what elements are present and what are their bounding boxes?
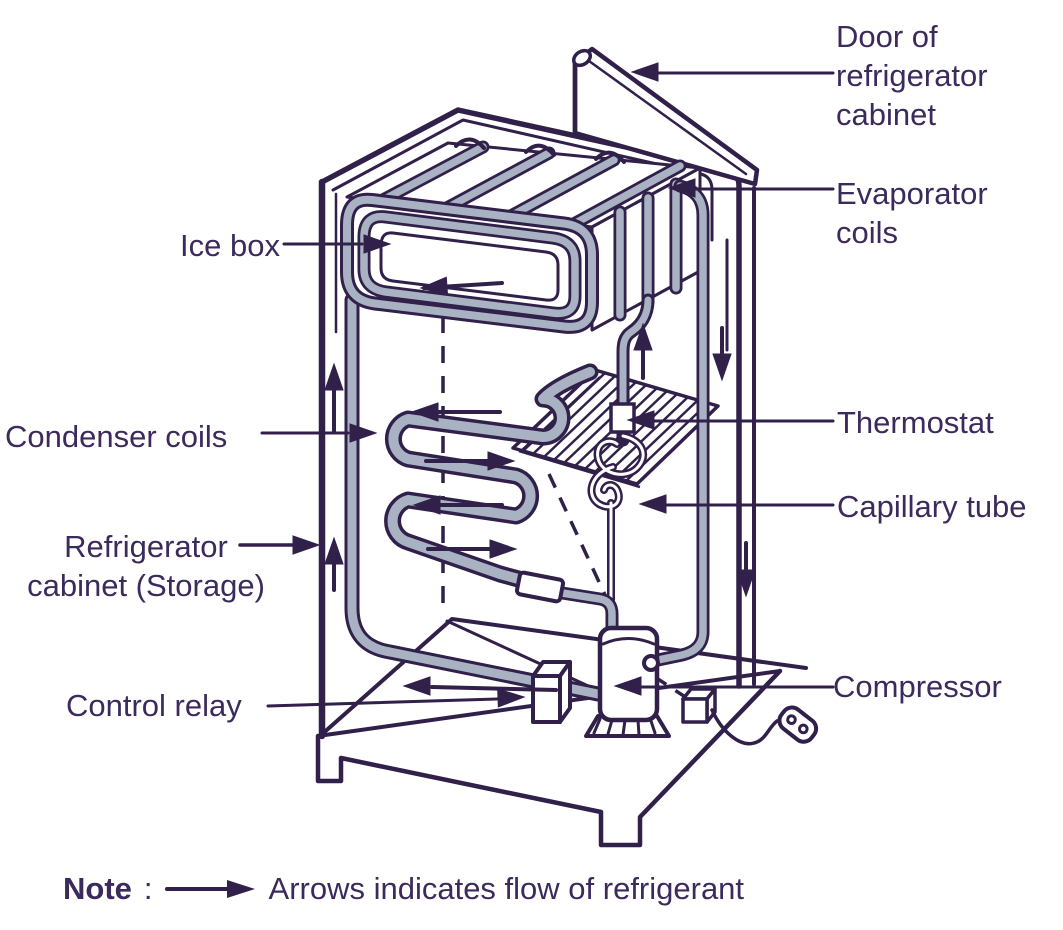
thermostat-body xyxy=(609,402,636,434)
label-control-relay: Control relay xyxy=(66,688,242,723)
evaporator-coils-top xyxy=(374,137,687,232)
compressor-body xyxy=(597,625,660,723)
label-ice-box: Ice box xyxy=(180,228,280,263)
label-door: Door of refrigerator cabinet xyxy=(836,19,988,132)
note-label: Note xyxy=(63,871,132,906)
label-compressor: Compressor xyxy=(833,669,1002,704)
label-capillary-tube: Capillary tube xyxy=(837,489,1027,524)
compressor xyxy=(584,625,671,738)
evaporator-coils-front xyxy=(340,192,599,334)
label-condenser-coils: Condenser coils xyxy=(5,419,228,454)
power-cord xyxy=(710,705,819,746)
drier-filter xyxy=(514,570,566,604)
ice-box xyxy=(340,137,702,334)
note: Note : Arrows indicates flow of refriger… xyxy=(63,869,744,908)
note-text: Arrows indicates flow of refrigerant xyxy=(268,871,745,906)
label-evaporator-coils: Evaporator coils xyxy=(836,176,988,250)
cabinet-door xyxy=(571,46,760,187)
condenser-coils xyxy=(384,363,641,658)
flow-arrow-icon xyxy=(164,879,255,898)
label-thermostat: Thermostat xyxy=(837,405,994,440)
terminal-box xyxy=(681,687,717,724)
label-pointers xyxy=(238,62,835,708)
compressor-port xyxy=(642,654,660,672)
suction-tube xyxy=(344,292,606,702)
note-separator: : xyxy=(143,871,153,906)
control-relay xyxy=(531,660,572,724)
evaporator-coils-right xyxy=(613,177,683,322)
label-refrigerator-cabinet: Refrigerator cabinet (Storage) xyxy=(27,529,265,603)
flow-arrows xyxy=(324,276,756,696)
power-plug xyxy=(777,705,819,744)
capillary-tube xyxy=(587,432,648,604)
